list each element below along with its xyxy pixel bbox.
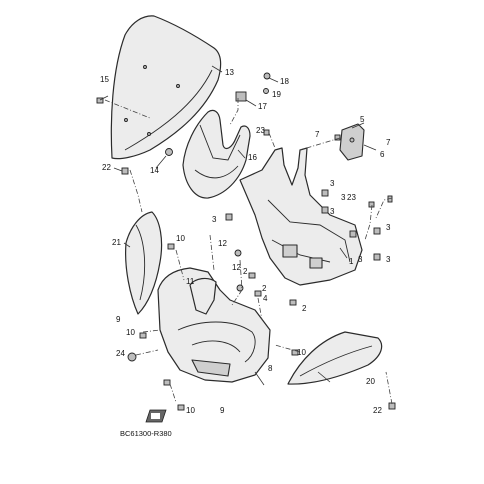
fasteners [96,72,396,411]
callout-23: 23 [256,126,265,135]
callout-3: 3 [212,215,217,224]
leader-lines [99,65,377,386]
callout-23: 23 [347,193,356,202]
callout-22: 22 [102,163,111,172]
callout-16: 16 [248,153,257,162]
inner-cover-part [182,109,251,199]
callout-15: 15 [100,75,109,84]
callout-20: 20 [366,377,375,386]
callout-2: 2 [243,267,248,276]
callout-17: 17 [258,102,267,111]
side-panel-part [189,277,217,315]
callout-10: 10 [176,234,185,243]
callout-labels: 1 2 2 2 3 3 3 3 3 3 3 4 5 6 7 7 8 9 9 10… [100,68,391,415]
callout-21: 21 [112,238,121,247]
left-side-cover-part [125,211,163,315]
callout-13: 13 [225,68,234,77]
callout-12: 12 [218,239,227,248]
windshield-part [110,15,222,160]
part-code-label: BC61300-R380 [120,429,172,438]
callout-19: 19 [272,90,281,99]
callout-3: 3 [330,207,335,216]
right-side-cover-part [287,331,383,385]
callout-22: 22 [373,406,382,415]
callout-7: 7 [386,138,391,147]
callout-12: 12 [232,263,241,272]
callout-9: 9 [220,406,225,415]
callout-4: 4 [263,294,268,303]
callout-11: 11 [186,277,195,286]
callout-7: 7 [315,130,320,139]
callout-3: 3 [341,193,346,202]
callout-8: 8 [268,364,273,373]
callout-10: 10 [126,328,135,337]
front-cowl-part [157,267,271,383]
callout-2: 2 [262,284,267,293]
callout-24: 24 [116,349,125,358]
callout-14: 14 [150,166,159,175]
callout-9: 9 [116,315,121,324]
callout-10: 10 [297,348,306,357]
callout-10: 10 [186,406,195,415]
callout-3: 3 [386,223,391,232]
bracket-part [339,123,365,161]
headlight-stay-part [239,147,363,286]
callout-3: 3 [386,255,391,264]
callout-2: 2 [302,304,307,313]
callout-3: 3 [358,255,363,264]
callout-3: 3 [330,179,335,188]
callout-1: 1 [349,257,354,266]
callout-6: 6 [380,150,385,159]
callout-5: 5 [360,115,365,124]
fwd-logo [145,409,167,423]
assembly-lines [104,98,393,405]
callout-18: 18 [280,77,289,86]
